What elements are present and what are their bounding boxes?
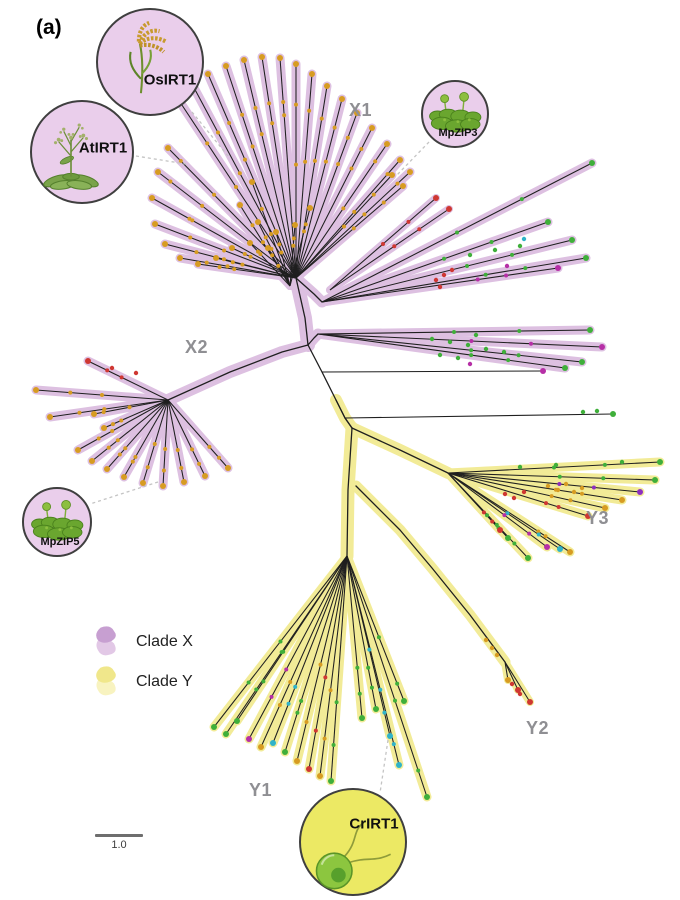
marchantia-icon <box>31 499 84 541</box>
callout-crirt1: CrIRT1 <box>299 788 407 896</box>
legend-label-clade-x: Clade X <box>136 633 193 650</box>
rice-plant-icon <box>129 20 167 94</box>
clade-y-swatch-icon <box>96 666 116 696</box>
chlamydomonas-icon <box>315 820 392 890</box>
clade-x-swatch-icon <box>96 626 116 656</box>
callout-label-mpzip3: MpZIP3 <box>438 127 478 139</box>
clade-label-x1: X1 <box>349 100 373 120</box>
clade-label-y1: Y1 <box>249 780 273 800</box>
legend-label-clade-y: Clade Y <box>136 673 193 690</box>
callout-label-atirt1: AtIRT1 <box>78 139 128 157</box>
marchantia-icon <box>429 91 482 133</box>
panel-label: (a) <box>36 16 62 39</box>
callout-atirt1: AtIRT1 <box>30 100 134 204</box>
callout-mpzip5: MpZIP5 <box>22 487 92 557</box>
callout-label-osirt1: OsIRT1 <box>143 71 197 89</box>
scale-bar: 1.0 <box>95 834 143 851</box>
clade-label-y2: Y2 <box>526 718 550 738</box>
clade-label-x2: X2 <box>185 337 209 357</box>
clade-legend: Clade X Clade Y <box>90 622 193 702</box>
callout-osirt1: OsIRT1 <box>96 8 204 116</box>
legend-item-clade-x: Clade X <box>90 622 193 662</box>
legend-item-clade-y: Clade Y <box>90 662 193 702</box>
arabidopsis-plant-icon <box>43 123 99 190</box>
scale-bar-line <box>95 834 143 837</box>
callout-label-crirt1: CrIRT1 <box>349 815 399 833</box>
scale-bar-label: 1.0 <box>111 839 127 851</box>
callout-label-mpzip5: MpZIP5 <box>40 536 80 548</box>
callout-mpzip3: MpZIP3 <box>421 80 489 148</box>
clade-label-y3: Y3 <box>586 508 610 528</box>
